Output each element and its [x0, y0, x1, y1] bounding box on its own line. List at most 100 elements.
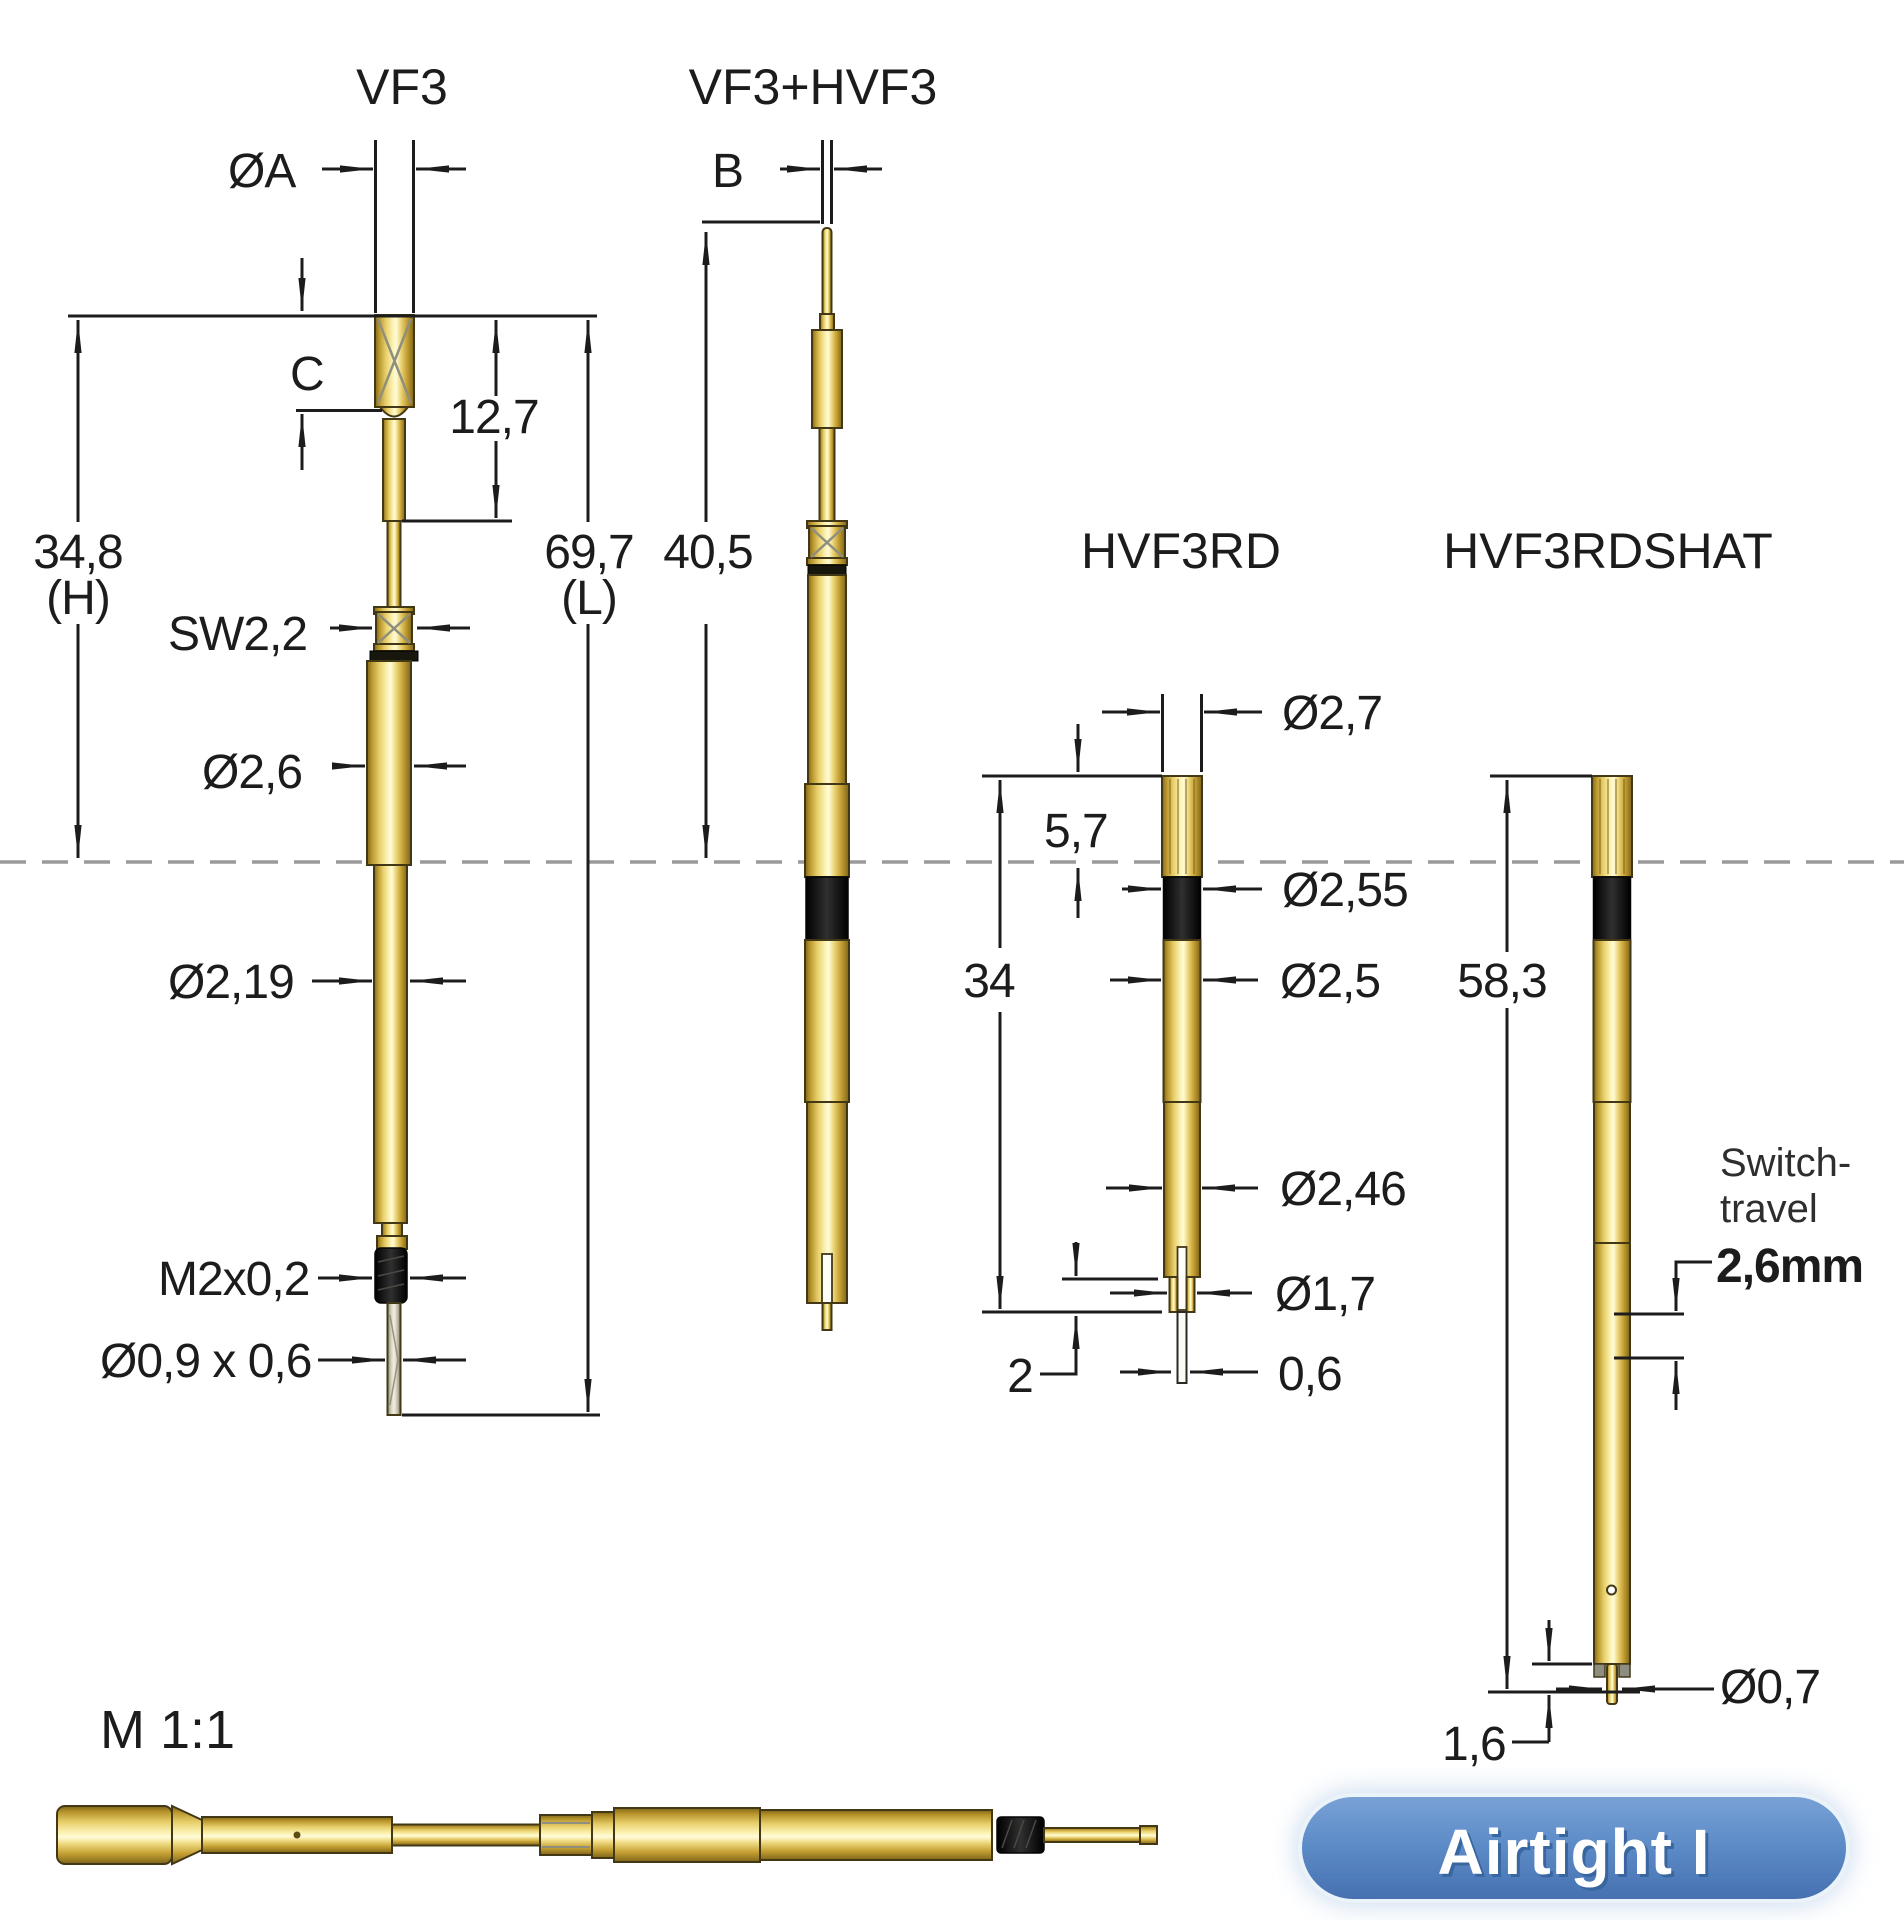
dim-label-l: (L)	[561, 572, 617, 625]
dim-vf3	[68, 140, 600, 1417]
hvf3rdshat-seal-left	[1593, 1663, 1606, 1678]
vf3-receptacle-shaft	[373, 864, 408, 1224]
dim-label-m2x0-2: M2x0,2	[158, 1253, 309, 1306]
hvf3rdshat-black-collar	[1592, 876, 1632, 941]
dim-label-dia1-7: Ø1,7	[1275, 1268, 1375, 1321]
dim-label-dia2-6: Ø2,6	[202, 746, 302, 799]
hvf3rdshat-vent-hole	[1606, 1584, 1617, 1596]
dim-label-dia2-19: Ø2,19	[168, 956, 294, 1009]
dim-label-69-7: 69,7	[544, 526, 633, 579]
m11-rod-tip	[1139, 1825, 1158, 1845]
dim-label-2: 2	[1007, 1350, 1033, 1403]
m11-head-taper	[171, 1804, 203, 1866]
dim-label-dia-a: ØA	[228, 145, 296, 198]
vf3hvf3-hex-rim-bottom	[806, 557, 848, 566]
m11-hex-facets	[542, 1822, 590, 1848]
vf3hvf3-lower-barrel	[804, 939, 850, 1103]
dim-vf3-hvf3	[702, 140, 882, 858]
vf3hvf3-mid-barrel	[807, 574, 847, 785]
m11-barrel-1	[613, 1807, 761, 1863]
hvf3rd-fork-slot	[1176, 1246, 1188, 1311]
hvf3rdshat-long-barrel	[1593, 1242, 1631, 1665]
scale-label: M 1:1	[100, 1700, 235, 1760]
vf3-wire-tip	[386, 1302, 402, 1416]
vf3-hex-crosshatch	[377, 613, 411, 644]
vf3-thread-texture	[377, 1255, 405, 1291]
probe-vf3-hvf3	[804, 227, 850, 1331]
probe-hvf3rdshat	[1591, 775, 1633, 1705]
vf3hvf3-hex-crosshatch	[810, 527, 844, 558]
probe-vf3	[366, 314, 419, 1416]
vf3hvf3-fork-slot	[821, 1253, 833, 1304]
airtight-badge-text: Airtight I	[1437, 1816, 1710, 1888]
vf3-tip-texture	[389, 1314, 399, 1406]
label-switch-travel-2: travel	[1720, 1187, 1818, 1231]
hvf3rd-fork-prong-right	[1185, 1276, 1196, 1313]
vf3hvf3-tip-collar	[819, 313, 835, 331]
hvf3rdshat-mid-barrel	[1593, 1101, 1631, 1244]
m11-head	[56, 1805, 173, 1865]
hvf3rd-body-barrel	[1162, 939, 1202, 1103]
m11-hole	[293, 1831, 301, 1839]
label-switch-travel-1: Switch-	[1720, 1141, 1851, 1185]
hvf3rd-black-collar	[1162, 876, 1202, 941]
hvf3rd-fork-prong-left	[1168, 1276, 1179, 1313]
view-title-vf3: VF3	[356, 59, 448, 115]
dim-label-34-8: 34,8	[33, 526, 122, 579]
view-title-hvf3rd: HVF3RD	[1081, 523, 1281, 579]
m11-thin-shaft	[391, 1823, 541, 1847]
hvf3rd-top-sleeve	[1161, 775, 1203, 878]
hvf3rd-spring-pin	[1176, 1311, 1188, 1384]
vf3hvf3-tip	[821, 227, 833, 317]
dim-label-b: B	[712, 145, 743, 198]
dim-label-12-7: 12,7	[449, 391, 538, 444]
dim-label-dia2-46: Ø2,46	[1280, 1163, 1406, 1216]
dim-label-h: (H)	[46, 572, 110, 625]
m11-thread	[996, 1816, 1045, 1854]
vf3-barrel	[366, 660, 412, 866]
vf3-ring	[376, 1235, 408, 1250]
dim-label-dia2-55: Ø2,55	[1282, 864, 1408, 917]
vf3hvf3-black-collar	[805, 876, 849, 941]
vf3-thin-shaft	[386, 520, 402, 610]
dim-label-dia2-5: Ø2,5	[1280, 955, 1380, 1008]
m11-rod	[1043, 1827, 1141, 1843]
airtight-badge-pill	[1298, 1793, 1850, 1903]
dim-hvf3rdshat	[1488, 774, 1714, 1744]
vf3hvf3-center-pin	[821, 1302, 833, 1331]
m11-barrel-2	[759, 1809, 993, 1861]
hvf3rdshat-knurl	[1599, 779, 1625, 874]
dim-label-c: C	[290, 348, 324, 401]
dim-label-0-6: 0,6	[1278, 1348, 1342, 1401]
dim-hvf3rd	[982, 694, 1262, 1376]
probe-actual-size	[56, 1804, 1158, 1866]
dim-label-dia0-9x0-6: Ø0,9 x 0,6	[100, 1335, 311, 1388]
vf3hvf3-oring	[807, 564, 847, 576]
vf3-plunger-dome	[378, 406, 410, 418]
airtight-badge-text-shadow: Airtight I	[1440, 1819, 1713, 1891]
dim-label-sw2-2: SW2,2	[168, 608, 307, 661]
view-title-hvf3rdshat: HVF3RDSHAT	[1443, 523, 1773, 579]
dim-label-dia0-7: Ø0,7	[1720, 1661, 1820, 1714]
probe-hvf3rd	[1161, 775, 1203, 1384]
dim-label-1-6: 1,6	[1442, 1718, 1506, 1771]
vf3-neck	[381, 1222, 403, 1237]
vf3hvf3-thin-shaft	[818, 427, 836, 525]
view-title-vf3-hvf3: VF3+HVF3	[689, 59, 938, 115]
m11-hex-nut	[539, 1814, 593, 1856]
hvf3rd-knurl	[1169, 779, 1195, 874]
airtight-badge: Airtight I Airtight I	[1298, 1793, 1850, 1903]
dim-label-58-3: 58,3	[1457, 955, 1546, 1008]
dim-label-2-6mm: 2,6mm	[1716, 1240, 1863, 1293]
dim-label-34: 34	[963, 955, 1015, 1008]
vf3-plunger-shaft	[382, 418, 406, 522]
vf3hvf3-upper-barrel	[811, 329, 843, 429]
dim-label-40-5: 40,5	[663, 526, 752, 579]
vf3-head-crosshatch	[376, 318, 413, 404]
vf3hvf3-wide-barrel	[804, 783, 850, 878]
vf3-oring	[369, 650, 419, 662]
m11-collar	[591, 1811, 615, 1859]
hvf3rdshat-seal-right	[1618, 1663, 1631, 1678]
